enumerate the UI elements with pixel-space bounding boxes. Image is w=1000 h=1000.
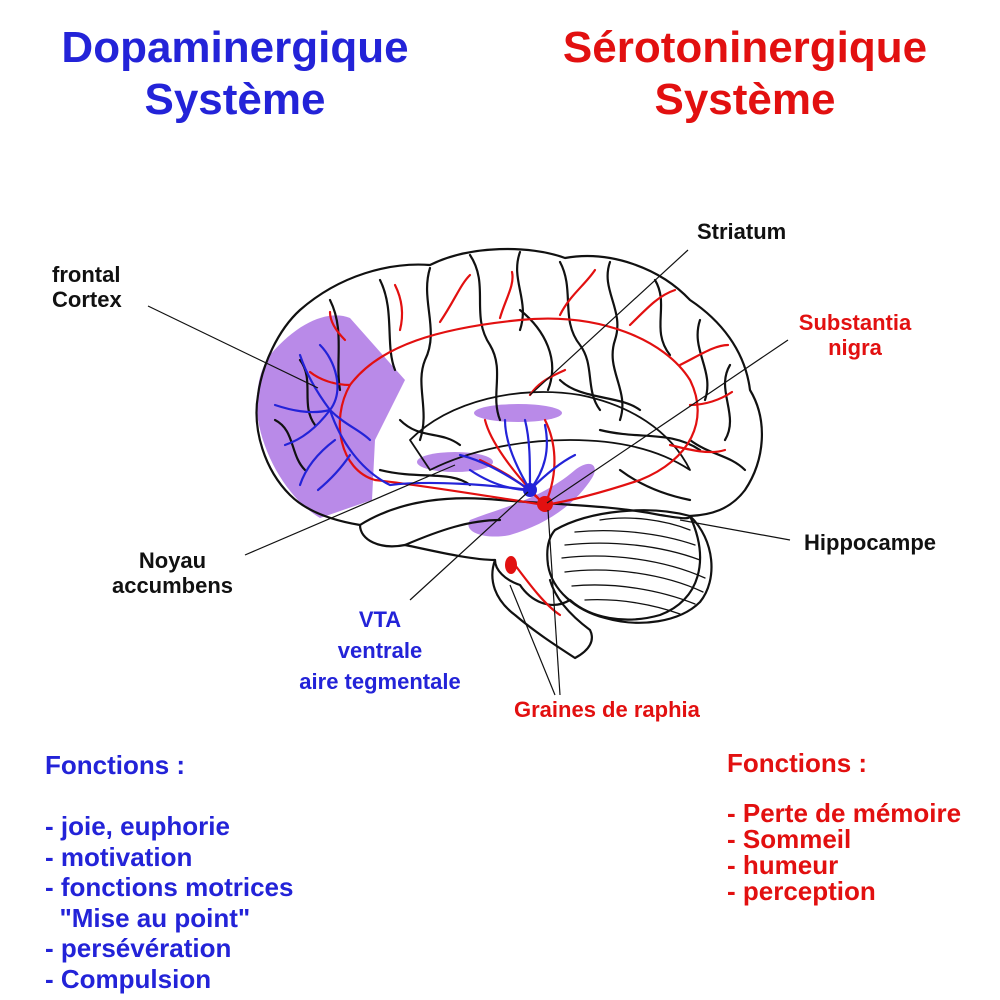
cerebellum (546, 509, 713, 624)
substantia-nigra-dot (537, 496, 553, 512)
dopamine-function-item: - motivation (45, 841, 193, 872)
serotonin-nuclei (505, 496, 553, 574)
label-substantia-nigra-line1: Substantia (798, 310, 912, 335)
dopamine-title-line2: Système (144, 75, 326, 124)
leader-lines (147, 249, 791, 696)
label-substantia-nigra: Substantia nigra (790, 310, 920, 360)
serotonin-system-title: Sérotoninergique Système (520, 22, 970, 126)
striatum-region (474, 404, 562, 422)
label-vta-line3: aire tegmentale (299, 669, 461, 694)
label-noyau-accumbens-line2: accumbens (111, 573, 234, 598)
leader-frontal-cortex (147, 305, 319, 389)
label-frontal-cortex-line2: Cortex (52, 287, 122, 312)
raphe-nuclei-dot (505, 556, 517, 574)
label-raphe-nuclei: Graines de raphia (514, 697, 700, 722)
serotonin-function-item: - Perte de mémoire (727, 798, 962, 828)
label-substantia-nigra-line2: nigra (828, 335, 882, 360)
leader-noyau-accumbens (244, 464, 456, 556)
serotonin-functions-list: - Perte de mémoire - Sommeil - humeur - … (727, 800, 961, 904)
label-vta-line1: VTA (358, 607, 402, 632)
serotonin-pathways (308, 268, 734, 617)
serotonin-title-line1: Sérotoninergique (562, 23, 928, 72)
serotonin-title-line2: Système (654, 75, 836, 124)
brain-outline (255, 247, 764, 660)
serotonin-function-item: - perception (727, 876, 876, 906)
dopamine-function-item: - Compulsion (45, 963, 212, 994)
serotonin-function-item: - humeur (727, 850, 839, 880)
leader-raphe-2 (547, 509, 561, 696)
dopamine-functions-heading: Fonctions : (45, 750, 186, 780)
leader-raphe-1 (509, 584, 556, 696)
midbrain-region (468, 463, 595, 537)
dopamine-function-item: - joie, euphorie (45, 811, 230, 841)
label-noyau-accumbens-line1: Noyau (138, 548, 207, 573)
leader-hippocampe (679, 519, 791, 541)
dopamine-pathways (273, 343, 577, 492)
dopamine-function-item: "Mise au point" (45, 902, 251, 933)
serotonin-function-item: - Sommeil (727, 824, 852, 854)
dopamine-function-item: - persévération (45, 933, 232, 963)
label-frontal-cortex: frontal Cortex (52, 262, 122, 312)
leader-substantia-nigra (546, 339, 789, 504)
label-hippocampe: Hippocampe (804, 530, 937, 555)
dopamine-title-line1: Dopaminergique (61, 23, 409, 72)
label-striatum: Striatum (697, 219, 787, 244)
leader-striatum (529, 249, 689, 396)
label-vta-line2: ventrale (337, 638, 423, 663)
dopamine-functions-list: - joie, euphorie - motivation - fonction… (45, 811, 293, 994)
brainstem (491, 558, 593, 660)
label-vta: VTA ventrale aire tegmentale (280, 604, 480, 697)
serotonin-functions-heading: Fonctions : (727, 748, 868, 778)
frontal-cortex-region (256, 315, 405, 518)
label-frontal-cortex-line1: frontal (52, 262, 121, 287)
leader-vta (409, 491, 529, 601)
label-noyau-accumbens: Noyau accumbens (100, 548, 245, 598)
dopamine-function-item: - fonctions motrices (45, 872, 294, 902)
dopamine-system-title: Dopaminergique Système (20, 22, 450, 126)
